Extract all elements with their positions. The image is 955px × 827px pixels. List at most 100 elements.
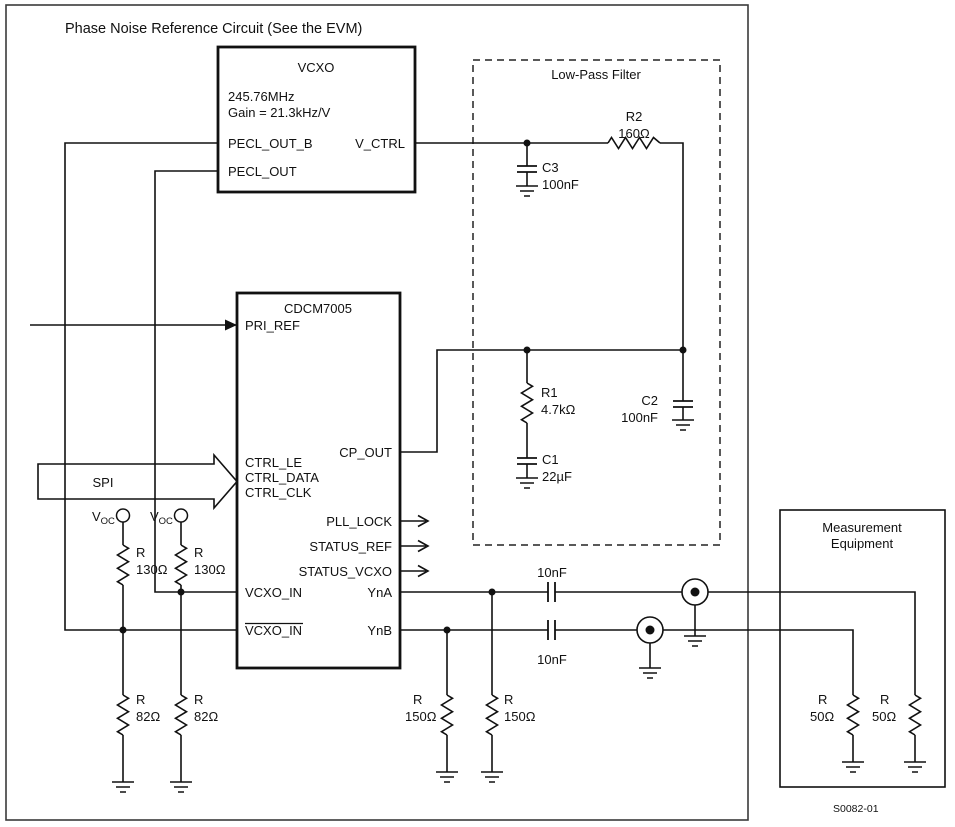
coax-connector-yna [681,578,709,606]
c1-value: 22µF [542,469,572,484]
pin-ctrl-clk: CTRL_CLK [245,485,312,500]
r50-b-ref: R [880,692,889,707]
r82-a-value: 82Ω [136,709,160,724]
r82-b-ref: R [194,692,203,707]
ground-r150-b [480,771,504,783]
cdcm7005-block-title: CDCM7005 [284,301,352,316]
low-pass-filter-title: Low-Pass Filter [551,67,641,82]
c1-ref: C1 [542,452,559,467]
voc-label-2: VOC [150,509,173,527]
net-cp-out [400,349,683,453]
r1-value: 4.7kΩ [541,402,576,417]
ground-coax-yna [683,635,707,647]
measurement-title-line2: Equipment [831,536,894,551]
pin-vcxo-in: VCXO_IN [245,585,302,600]
pin-ctrl-data: CTRL_DATA [245,470,319,485]
status-ref-arrowhead [417,539,430,553]
vcxo-block-title: VCXO [298,60,335,75]
capacitor-c1 [516,457,538,465]
ground-c3 [515,185,539,197]
vcxo-gain: Gain = 21.3kHz/V [228,105,331,120]
pin-ynb: YnB [367,623,392,638]
pin-v-ctrl: V_CTRL [355,136,405,151]
junction-dot [443,626,451,634]
wires [30,142,916,782]
ground-c1 [515,477,539,489]
figure-code: S0082-01 [833,803,879,815]
voc-subscript: OC [101,516,115,527]
capacitor-c2 [672,400,694,408]
vcxo-block [216,45,417,194]
resistor-r50-a [846,694,860,736]
resistor-r130-b [174,544,188,586]
r50-b-value: 50Ω [872,709,896,724]
pin-pll-lock: PLL_LOCK [326,514,392,529]
r2-ref: R2 [626,109,643,124]
r130-b-ref: R [194,545,203,560]
r130-a-value: 130Ω [136,562,168,577]
spi-label: SPI [93,475,114,490]
r150-b-value: 150Ω [504,709,536,724]
net-ynb [400,629,854,762]
vcxo-frequency: 245.76MHz [228,89,294,104]
ground-r150-a [435,771,459,783]
r150-a-value: 150Ω [405,709,437,724]
coupling-cap-b-value: 10nF [537,652,567,667]
resistor-r150-b [485,694,499,736]
capacitor-10nf-ynb [547,619,556,641]
pri-ref-input-arrowhead [225,319,237,331]
c2-ref: C2 [641,393,658,408]
ground-coax-ynb [638,667,662,679]
c3-ref: C3 [542,160,559,175]
junction-dot [679,346,687,354]
c2-value: 100nF [621,410,658,425]
voc-label-1: VOC [92,509,115,527]
ground-r82-b [169,781,193,793]
status-vcxo-arrowhead [417,564,430,578]
ground-r50-a [841,761,865,773]
pin-yna: YnA [367,585,392,600]
r50-a-value: 50Ω [810,709,834,724]
ground-r82-a [111,781,135,793]
voc-symbol: V [150,509,159,524]
net-pecl-out-b-to-vcxo-in-b [64,142,237,631]
pll-lock-arrowhead [417,514,430,528]
ground-c2 [671,419,695,431]
capacitor-c3 [516,165,538,173]
r150-b-ref: R [504,692,513,707]
voc-supply-terminal-2 [173,508,189,523]
junction-dot [523,346,531,354]
measurement-equipment-box [779,509,946,788]
resistor-r82-a [116,694,130,736]
resistor-r1 [520,382,534,424]
status-output-arrowheads [417,514,430,578]
r130-a-ref: R [136,545,145,560]
cdcm7005-block [235,291,402,670]
junction-dot [177,588,185,596]
r130-b-value: 130Ω [194,562,226,577]
pin-pri-ref: PRI_REF [245,318,300,333]
capacitor-10nf-yna [547,581,556,603]
r2-value: 160Ω [618,126,650,141]
voc-supply-terminal-1 [115,508,131,523]
coax-connector-ynb [636,616,664,644]
r1-ref: R1 [541,385,558,400]
junction-dot [523,139,531,147]
coupling-cap-a-value: 10nF [537,565,567,580]
net-vctrl [415,142,684,350]
voc-symbol: V [92,509,101,524]
pin-vcxo-in-b: VCXO_IN [245,623,302,638]
c3-value: 100nF [542,177,579,192]
resistor-r50-b [908,694,922,736]
low-pass-filter-box [472,59,721,546]
evm-board-border [5,4,749,821]
ground-r50-b [903,761,927,773]
junction-dot [488,588,496,596]
pin-pecl-out: PECL_OUT [228,164,297,179]
resistor-r82-b [174,694,188,736]
pin-status-ref: STATUS_REF [309,539,392,554]
junction-dots [119,139,687,634]
r82-b-value: 82Ω [194,709,218,724]
